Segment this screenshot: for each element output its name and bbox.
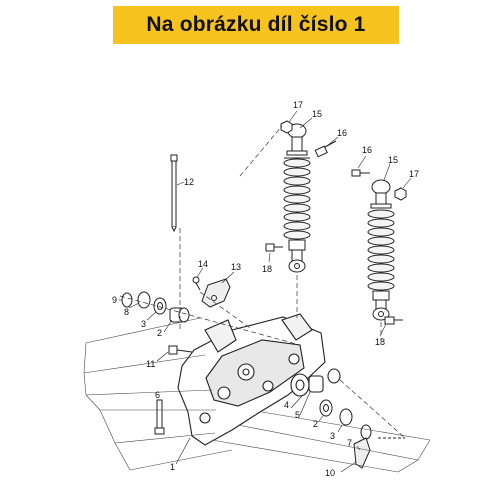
label-16a: 16 [337,128,347,138]
label-3a: 3 [141,319,146,329]
label-4: 4 [284,400,289,410]
main-bracket-part-1 [177,313,341,446]
label-8: 8 [124,307,129,317]
label-1: 1 [170,462,175,472]
label-15a: 15 [312,109,322,119]
washer-stack-left [121,291,190,323]
label-9: 9 [112,295,117,305]
label-7: 7 [347,438,352,448]
assembly-axis-lines [119,125,406,439]
long-bolt-12 [170,154,178,233]
label-10: 10 [325,468,335,478]
washer-stack-right [319,399,405,469]
label-18a: 18 [262,264,272,274]
banner-title: Na obrázku díl číslo 1 [146,13,366,36]
leader-lines-left [83,317,233,471]
label-15b: 15 [388,155,398,165]
title-banner: Na obrázku díl číslo 1 [113,6,399,44]
shock-absorber-left [283,123,311,273]
label-2a: 2 [157,328,162,338]
label-12: 12 [184,177,194,187]
bracket-13-14 [192,276,231,308]
shock-absorber-right [367,179,395,321]
label-6: 6 [155,390,160,400]
part-number-labels: 17 15 16 16 15 17 12 18 18 14 13 9 8 3 2… [112,100,419,478]
label-14: 14 [198,259,208,269]
label-18b: 18 [375,337,385,347]
label-16b: 16 [362,145,372,155]
fasteners-shocks [265,120,407,325]
label-17a: 17 [293,100,303,110]
label-2b: 2 [313,419,318,429]
label-3b: 3 [330,431,335,441]
bolt-11 [168,345,193,355]
leader-lines-right [211,411,431,473]
label-11: 11 [146,359,155,369]
bolt-6 [154,399,165,435]
label-13: 13 [231,262,241,272]
label-17b: 17 [409,169,419,179]
label-leaders [119,110,412,473]
label-5: 5 [295,410,300,420]
